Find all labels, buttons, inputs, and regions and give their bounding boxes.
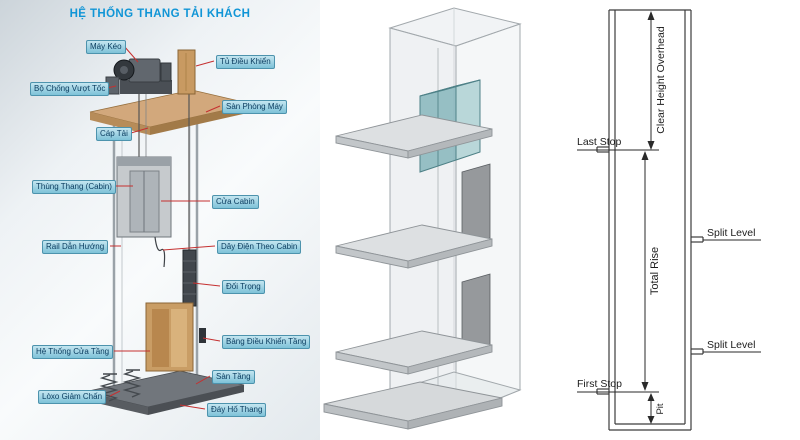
ground-slab bbox=[323, 381, 503, 430]
floor-slab-upper bbox=[335, 114, 493, 159]
shaft-walls bbox=[608, 9, 692, 431]
split-level-lower-label: Split Level bbox=[707, 339, 755, 351]
label-san-phong-may: Sàn Phòng Máy bbox=[222, 100, 287, 114]
label-bo-chong-vuot-toc: Bộ Chống Vượt Tốc bbox=[30, 82, 110, 96]
traction-machine bbox=[113, 58, 172, 94]
clear-height-overhead-label: Clear Height Overhead bbox=[655, 26, 667, 134]
label-day-ho-thang: Đáy Hố Thang bbox=[207, 403, 267, 417]
shaft-schematic: Clear Height Overhead Total Rise Pit Las… bbox=[577, 9, 761, 431]
pit-label: Pit bbox=[655, 403, 666, 414]
total-rise-label: Total Rise bbox=[649, 247, 661, 295]
label-day-dien-theo-cabin: Dây Điện Theo Cabin bbox=[217, 240, 302, 254]
clear-height-overhead-dimension: Clear Height Overhead bbox=[647, 11, 667, 150]
label-loxo-giam-chan: Lòxo Giảm Chấn bbox=[38, 390, 107, 404]
stop-level-lines bbox=[577, 149, 761, 393]
floor-slabs bbox=[323, 114, 503, 430]
floor-button-panel bbox=[199, 328, 206, 343]
label-san-tang: Sàn Tầng bbox=[212, 370, 255, 384]
left-diagram-panel: HỆ THỐNG THANG TẢI KHÁCH Máy Kéo Bộ Chốn… bbox=[0, 0, 320, 440]
label-may-keo: Máy Kéo bbox=[86, 40, 126, 54]
label-cap-tai: Cáp Tải bbox=[96, 127, 132, 141]
label-he-thong-cua-tang: Hệ Thống Cửa Tầng bbox=[32, 345, 114, 359]
label-bang-dieu-khien-tang: Bảng Điều Khiển Tầng bbox=[222, 335, 311, 349]
total-rise-dimension: Total Rise bbox=[641, 151, 661, 391]
travelling-cable bbox=[154, 236, 166, 268]
label-tu-dieu-khien: Tủ Điều Khiển bbox=[216, 55, 275, 69]
control-cabinet bbox=[177, 49, 196, 95]
pit-dimension: Pit bbox=[647, 393, 666, 424]
label-doi-trong: Đối Trọng bbox=[222, 280, 265, 294]
buffer-springs bbox=[99, 369, 142, 402]
hoist-cables bbox=[138, 94, 190, 250]
leader-lines bbox=[106, 45, 221, 410]
last-stop-label: Last Stop bbox=[577, 136, 622, 148]
floor-slab-lower bbox=[335, 330, 493, 375]
landing-door bbox=[145, 302, 194, 372]
diagram-title: HỆ THỐNG THANG TẢI KHÁCH bbox=[69, 8, 251, 20]
split-level-upper-label: Split Level bbox=[707, 227, 755, 239]
label-rail-dan-huong: Rail Dẫn Hướng bbox=[42, 240, 109, 254]
isometric-shaft-view bbox=[323, 7, 522, 430]
cabin bbox=[116, 156, 172, 238]
label-thung-thang: Thùng Thang (Cabin) bbox=[32, 180, 116, 194]
landing-sills bbox=[596, 146, 704, 395]
label-cua-cabin: Cửa Cabin bbox=[212, 195, 259, 209]
first-stop-label: First Stop bbox=[577, 378, 622, 390]
floor-slab-middle bbox=[335, 224, 493, 269]
shaft-landing-doors bbox=[461, 163, 491, 355]
